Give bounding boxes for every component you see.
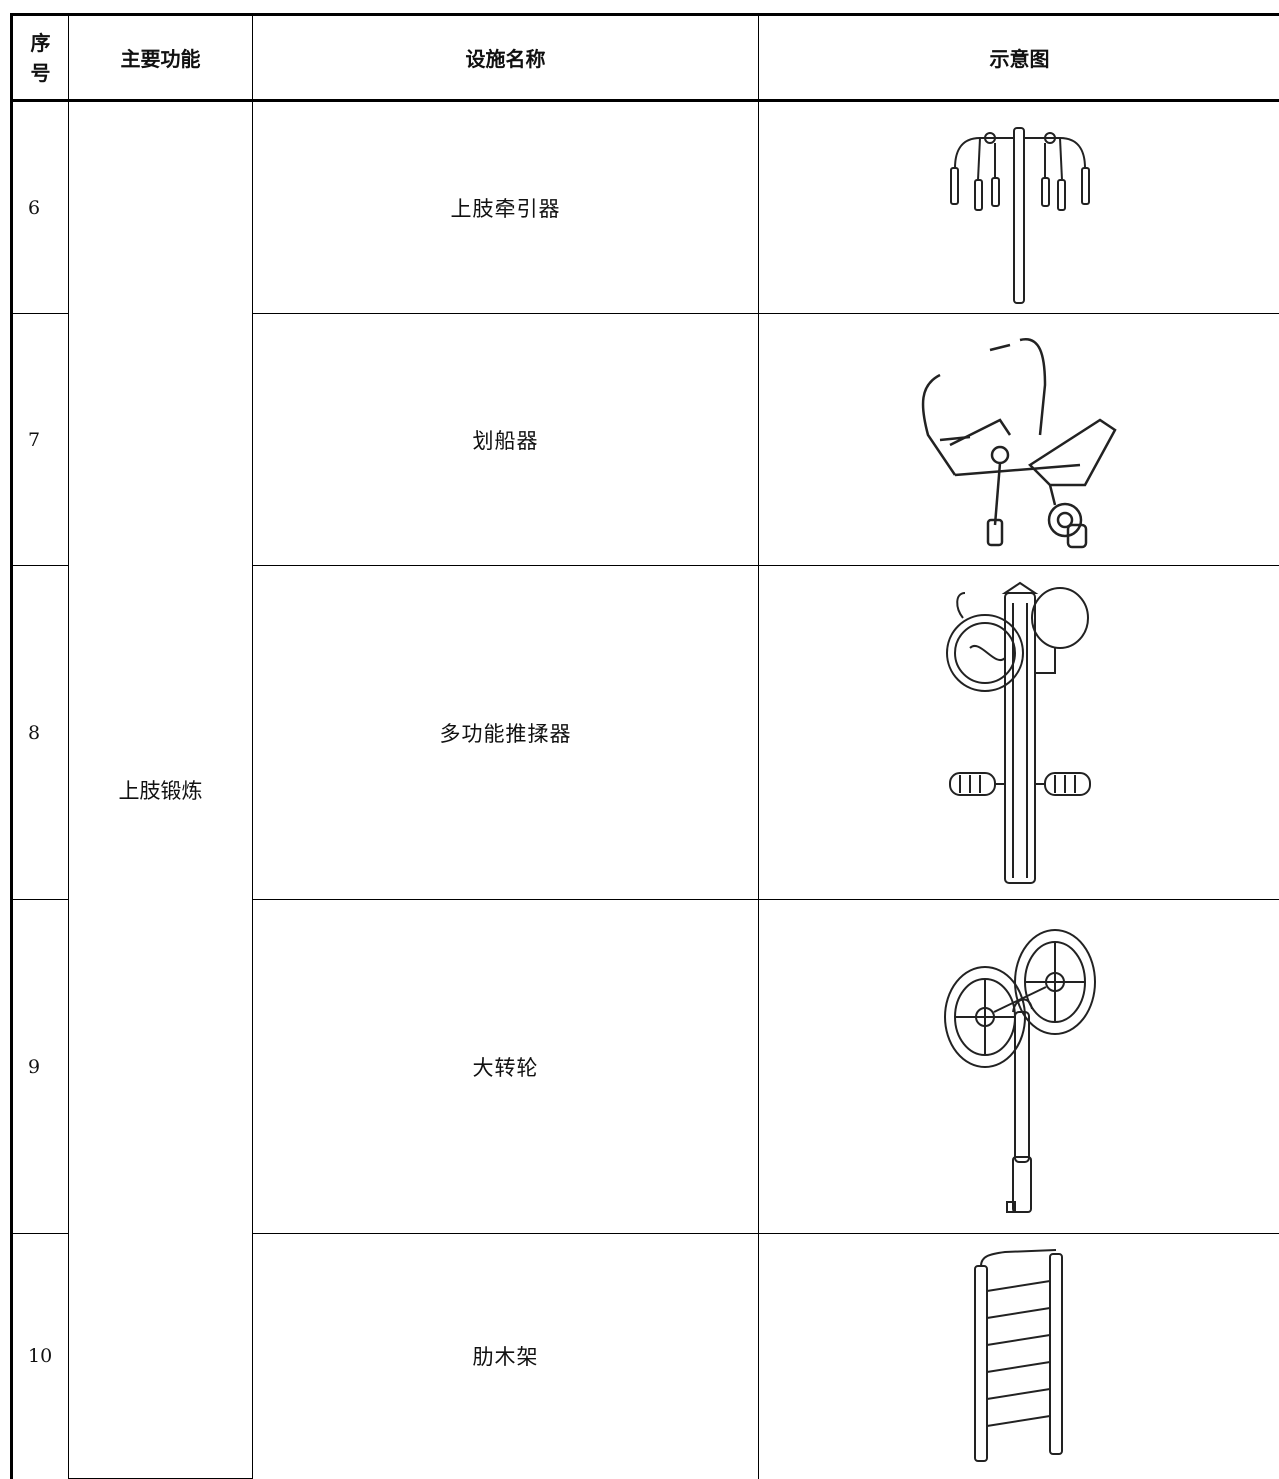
facility-name: 多功能推揉器 (253, 566, 759, 900)
table-header-row: 序 号 主要功能 设施名称 示意图 (12, 15, 1279, 101)
header-main-function: 主要功能 (69, 15, 253, 101)
header-diagram: 示意图 (759, 15, 1279, 101)
header-serial-line1: 序 (13, 28, 68, 58)
row-serial-number: 7 (12, 314, 69, 566)
big-wheel-icon (759, 900, 1279, 1234)
row-serial-number: 6 (12, 101, 69, 314)
table-row: 6 上肢锻炼 上肢牵引器 (12, 101, 1279, 314)
header-serial-line2: 号 (13, 58, 68, 88)
facility-name: 肋木架 (253, 1234, 759, 1479)
header-facility-name: 设施名称 (253, 15, 759, 101)
rowing-machine-icon (759, 314, 1279, 566)
header-serial-number: 序 号 (12, 15, 69, 101)
row-serial-number: 10 (12, 1234, 69, 1479)
facility-name: 划船器 (253, 314, 759, 566)
equipment-table: 序 号 主要功能 设施名称 示意图 6 上肢锻炼 上肢牵引器 (10, 13, 1279, 1479)
function-group-cell: 上肢锻炼 (69, 101, 253, 1479)
row-serial-number: 8 (12, 566, 69, 900)
facility-name: 上肢牵引器 (253, 101, 759, 314)
upper-limb-traction-icon (759, 101, 1279, 314)
row-serial-number: 9 (12, 900, 69, 1234)
facility-name: 大转轮 (253, 900, 759, 1234)
wall-bars-icon (759, 1234, 1279, 1479)
massage-pusher-icon (759, 566, 1279, 900)
